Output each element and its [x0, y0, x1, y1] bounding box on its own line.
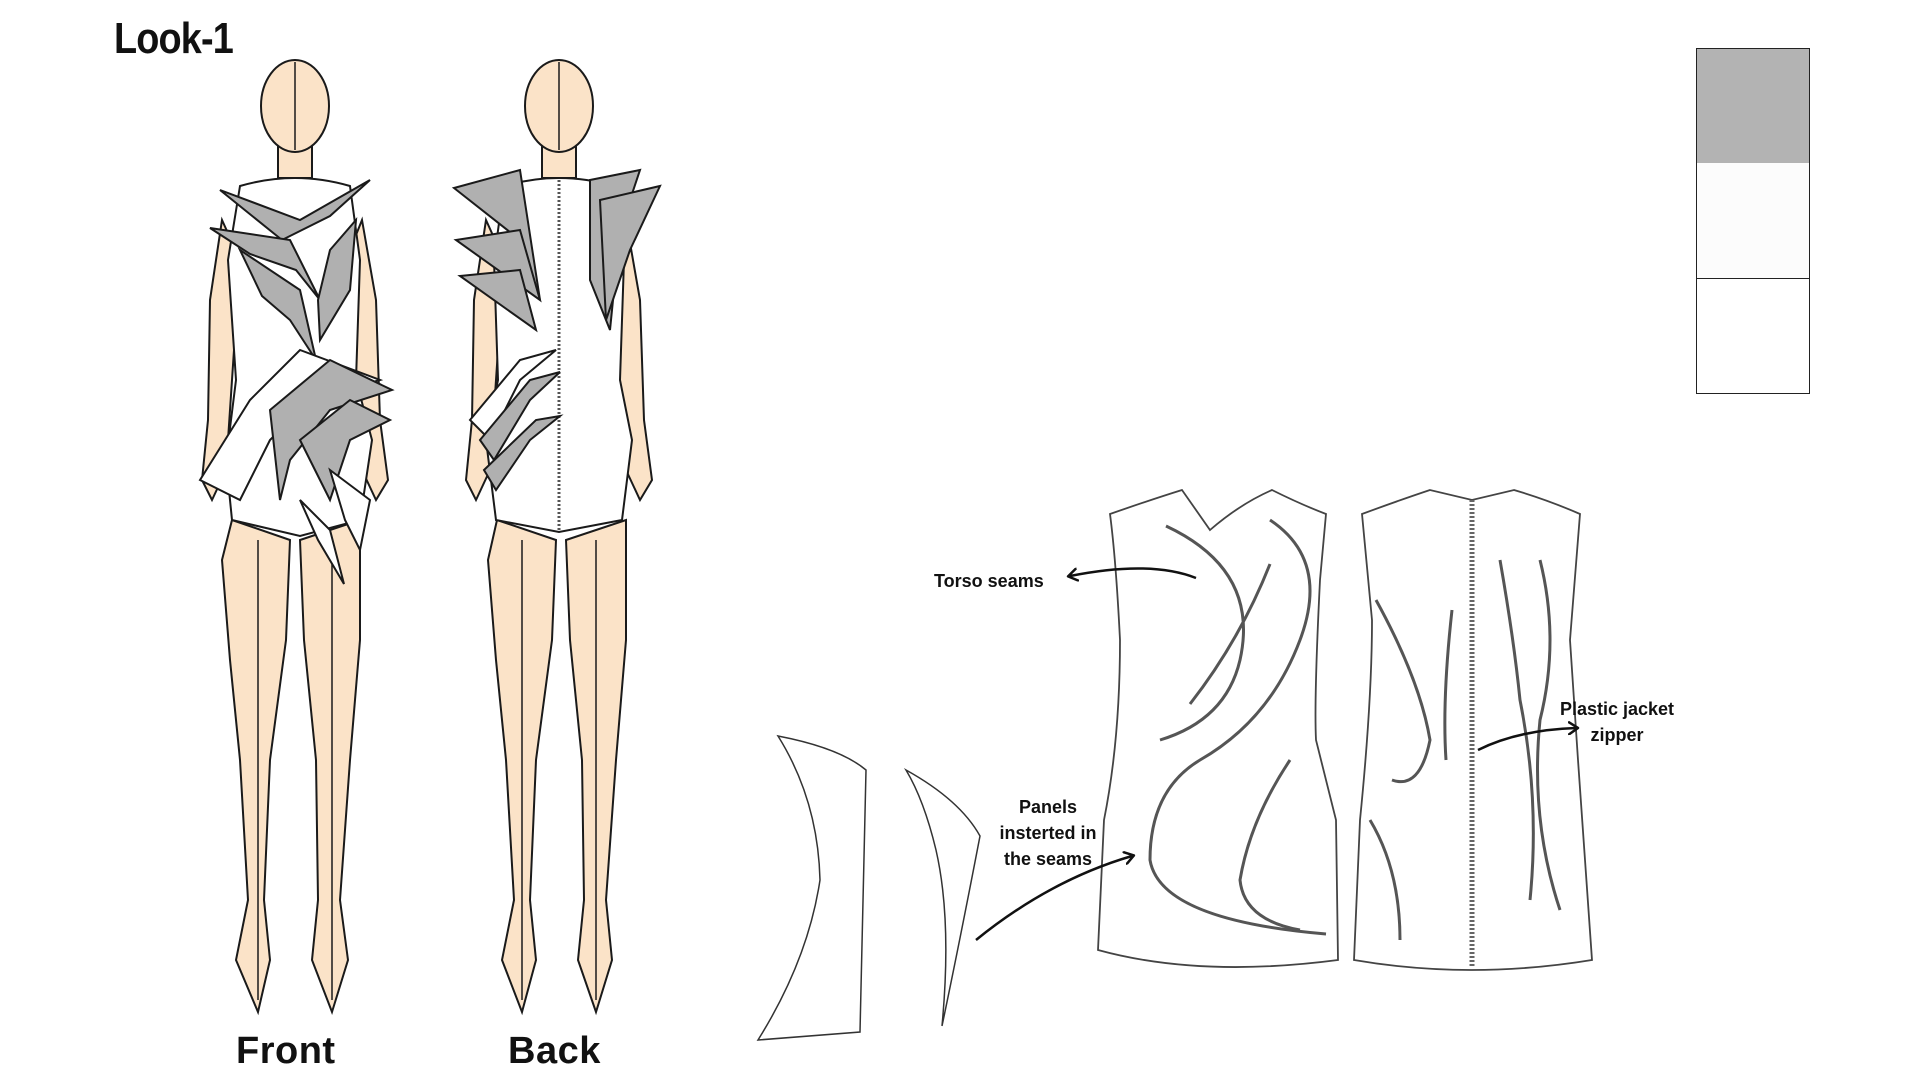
- look-title: Look-1: [114, 14, 234, 63]
- zipper-note: Plastic jacket zipper: [1559, 699, 1675, 745]
- back-label: Back: [508, 1030, 601, 1072]
- flat-front: [1097, 488, 1339, 968]
- panel-piece-1: [756, 734, 867, 1041]
- panels-arrow: [975, 856, 1132, 941]
- front-label: Front: [236, 1030, 336, 1072]
- torso-seams-arrow: [1070, 567, 1197, 578]
- swatch-white-texture: [1696, 163, 1810, 279]
- front-left-leg: [220, 518, 292, 1016]
- torso-seams-note: Torso seams: [934, 571, 1044, 591]
- front-right-leg: [298, 518, 361, 1016]
- panels-note: Panels insterted in the seams: [999, 797, 1097, 869]
- panel-piece-2: [903, 767, 981, 1027]
- flat-back: [1353, 489, 1593, 971]
- zipper-arrow: [1477, 728, 1576, 752]
- front-figure: [198, 59, 395, 1016]
- swatch-grey: [1696, 48, 1810, 164]
- back-figure: [451, 59, 662, 1016]
- swatch-white: [1696, 278, 1810, 394]
